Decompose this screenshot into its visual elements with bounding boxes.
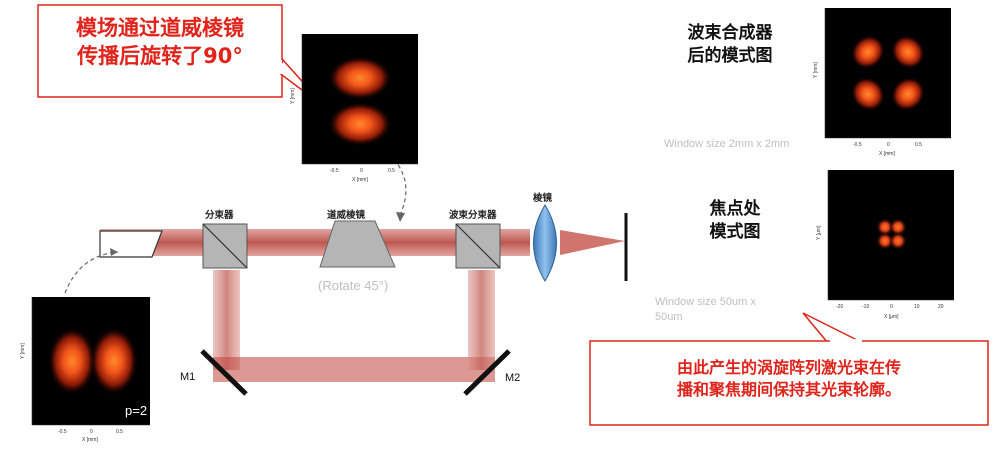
rotate-note: (Rotate 45°) xyxy=(318,278,389,293)
mirror-1 xyxy=(200,349,248,396)
window-size-50um-line1: Window size 50um x xyxy=(655,296,756,308)
combined-mode-plot: -0.5 0 0.5 X [mm] Y [mm] xyxy=(803,8,953,166)
arrow-to-source xyxy=(64,251,119,294)
focus-x-axis-label: X [µm] xyxy=(884,314,899,320)
lens-label: 棱镜 xyxy=(533,193,553,204)
callout-bottom-right xyxy=(589,312,989,426)
rotated-x-tick-0: -0.5 xyxy=(330,168,339,174)
beam-left-vertical xyxy=(213,270,240,370)
combined-x-tick-0: -0.5 xyxy=(853,142,862,148)
beam-splitter-1 xyxy=(202,223,248,269)
rotated-y-axis-label: Y [mm] xyxy=(290,88,296,104)
focus-x-tick-0: -20 xyxy=(836,304,843,310)
arrow-head-prism xyxy=(396,212,405,222)
focus-y-axis-label: Y [µm] xyxy=(816,225,822,240)
focus-title-line1: 焦点处 xyxy=(709,199,761,219)
focus-title-line2: 模式图 xyxy=(709,221,761,242)
input-x-tick-2: 0.5 xyxy=(116,429,123,435)
combiner-title-line1: 波束合成器 xyxy=(687,23,773,43)
input-mode-p-label: p=2 xyxy=(125,403,148,418)
callout-bottom-right-line1: 由此产生的涡旋阵列激光束在传 xyxy=(676,358,901,377)
rotated-x-tick-1: 0 xyxy=(360,168,363,174)
beam-splitter-2-label: 波束分束器 xyxy=(449,210,497,221)
dove-prism xyxy=(319,220,396,268)
beam-right-vertical xyxy=(468,270,495,370)
focus-x-tick-2: 0 xyxy=(890,304,893,310)
input-x-tick-0: -0.5 xyxy=(58,429,67,435)
input-x-tick-1: 0 xyxy=(90,429,93,435)
rotated-x-axis-label: X [mm] xyxy=(352,177,368,183)
beam-focus-cone xyxy=(560,230,625,255)
rotated-mode-plot: -0.5 0 0.5 X [mm] Y [mm] xyxy=(280,34,420,192)
focus-x-tick-4: 20 xyxy=(938,304,944,310)
input-x-axis-label: X [mm] xyxy=(82,437,98,443)
laser-source xyxy=(99,230,163,258)
window-size-50um-note: Window size 50um x 50um xyxy=(655,295,756,325)
window-size-50um-line2: 50um xyxy=(655,310,683,323)
input-mode-plot: -0.5 0 0.5 X [mm] Y [mm] p=2 xyxy=(10,297,160,447)
focus-title: 焦点处 模式图 xyxy=(670,198,800,244)
callout-top-left-text: 模场通过道威棱镜 传播后旋转了90° xyxy=(38,14,282,71)
combined-x-axis-label: X [mm] xyxy=(879,151,895,157)
rotated-x-tick-2: 0.5 xyxy=(388,168,395,174)
callout-top-left-line1: 模场通过道威棱镜 xyxy=(76,16,244,40)
beam-splitter-2 xyxy=(455,223,501,269)
focus-x-tick-1: -10 xyxy=(862,304,869,310)
combined-x-tick-1: 0 xyxy=(887,142,890,148)
combined-x-tick-2: 0.5 xyxy=(915,142,922,148)
arrow-head-source xyxy=(110,248,118,256)
combiner-title: 波束合成器 后的模式图 xyxy=(655,22,805,68)
beam-bottom xyxy=(213,357,495,382)
input-y-axis-label: Y [mm] xyxy=(20,343,26,359)
mirror-2-label: M2 xyxy=(505,372,521,384)
combined-y-axis-label: Y [mm] xyxy=(813,62,819,78)
callout-bottom-right-text: 由此产生的涡旋阵列激光束在传 播和聚焦期间保持其光束轮廓。 xyxy=(592,357,986,400)
mirror-2 xyxy=(463,349,511,396)
focusing-lens xyxy=(533,204,557,282)
beam-splitter-1-label: 分束器 xyxy=(205,210,234,221)
window-size-2mm-note: Window size 2mm x 2mm xyxy=(664,138,790,150)
mirror-1-label: M1 xyxy=(180,371,196,383)
dove-prism-label: 道威棱镜 xyxy=(327,210,366,221)
combiner-title-line2: 后的模式图 xyxy=(687,45,773,66)
callout-bottom-right-line2: 播和聚焦期间保持其光束轮廓。 xyxy=(676,379,901,399)
focus-x-tick-3: 10 xyxy=(914,304,920,310)
focus-mode-plot: -20 -10 0 10 20 X [µm] Y [µm] xyxy=(806,170,956,330)
callout-top-left-line2: 传播后旋转了90° xyxy=(77,44,243,69)
